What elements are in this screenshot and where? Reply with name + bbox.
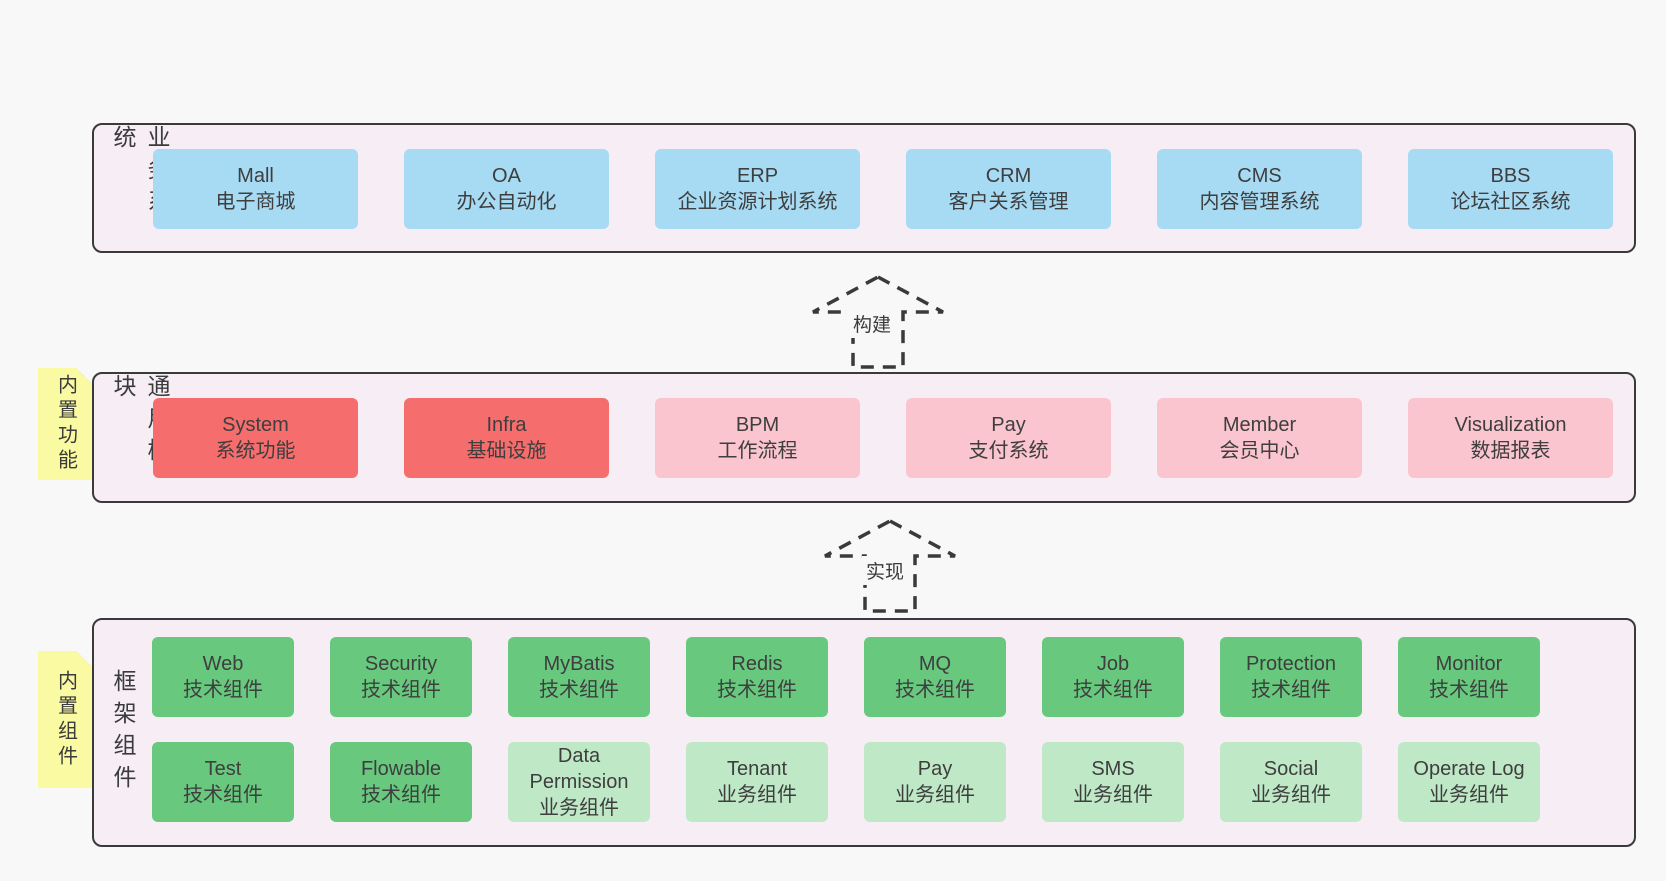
framework-components-row-2: Test 技术组件 Flowable 技术组件 Data Permission … xyxy=(152,742,1540,822)
box-security: Security 技术组件 xyxy=(330,637,472,717)
band-business-systems: 业务系统 Mall 电子商城 OA 办公自动化 ERP 企业资源计划系统 CRM… xyxy=(92,123,1636,253)
box-system: System 系统功能 xyxy=(153,398,358,478)
box-title: Social xyxy=(1263,758,1319,780)
box-title: Member xyxy=(1222,414,1297,436)
box-subtitle: 技术组件 xyxy=(717,679,797,701)
box-job: Job 技术组件 xyxy=(1042,637,1184,717)
box-subtitle: 支付系统 xyxy=(968,440,1049,462)
box-title: CMS xyxy=(1237,165,1282,187)
box-cms: CMS 内容管理系统 xyxy=(1157,149,1362,229)
box-mall: Mall 电子商城 xyxy=(153,149,358,229)
box-infra: Infra 基础设施 xyxy=(404,398,609,478)
box-title: Web xyxy=(202,653,244,675)
tab-built-in-features: 内置功能 xyxy=(38,368,94,480)
box-subtitle: 业务组件 xyxy=(717,784,797,806)
box-title: Operate Log xyxy=(1413,758,1525,780)
box-pay: Pay 支付系统 xyxy=(906,398,1111,478)
box-subtitle: 工作流程 xyxy=(717,440,798,462)
box-title: Data Permission xyxy=(529,745,629,793)
box-title: System xyxy=(222,414,289,436)
box-erp: ERP 企业资源计划系统 xyxy=(655,149,860,229)
box-title: Job xyxy=(1096,653,1130,675)
box-subtitle: 电子商城 xyxy=(215,191,296,213)
box-subtitle: 技术组件 xyxy=(1073,679,1153,701)
box-subtitle: 技术组件 xyxy=(361,784,441,806)
box-tenant: Tenant 业务组件 xyxy=(686,742,828,822)
box-title: BBS xyxy=(1490,165,1531,187)
band-label-framework-components: 框架组件 xyxy=(110,668,136,797)
box-title: CRM xyxy=(985,165,1032,187)
box-subtitle: 基础设施 xyxy=(466,440,547,462)
box-subtitle: 技术组件 xyxy=(183,679,263,701)
box-protection: Protection 技术组件 xyxy=(1220,637,1362,717)
box-member: Member 会员中心 xyxy=(1157,398,1362,478)
band-common-modules: 通用模块 System 系统功能 Infra 基础设施 BPM 工作流程 Pay… xyxy=(92,372,1636,503)
box-subtitle: 业务组件 xyxy=(1429,784,1509,806)
box-oa: OA 办公自动化 xyxy=(404,149,609,229)
box-sms: SMS 业务组件 xyxy=(1042,742,1184,822)
box-subtitle: 论坛社区系统 xyxy=(1450,191,1571,213)
arrow-implement-label: 实现 xyxy=(862,556,909,585)
box-subtitle: 业务组件 xyxy=(895,784,975,806)
box-crm: CRM 客户关系管理 xyxy=(906,149,1111,229)
box-title: Security xyxy=(364,653,438,675)
box-pay-component: Pay 业务组件 xyxy=(864,742,1006,822)
box-subtitle: 技术组件 xyxy=(1429,679,1509,701)
box-subtitle: 系统功能 xyxy=(215,440,296,462)
arrow-build-label: 构建 xyxy=(849,309,896,338)
box-title: Mall xyxy=(237,165,274,187)
box-title: Pay xyxy=(991,414,1026,436)
box-subtitle: 技术组件 xyxy=(183,784,263,806)
box-social: Social 业务组件 xyxy=(1220,742,1362,822)
box-title: Pay xyxy=(917,758,953,780)
box-subtitle: 业务组件 xyxy=(539,797,619,819)
box-title: Test xyxy=(204,758,242,780)
box-title: Flowable xyxy=(360,758,442,780)
box-title: Tenant xyxy=(726,758,788,780)
box-subtitle: 技术组件 xyxy=(539,679,619,701)
box-title: OA xyxy=(492,165,521,187)
box-title: Monitor xyxy=(1435,653,1503,675)
box-subtitle: 业务组件 xyxy=(1073,784,1153,806)
box-title: Protection xyxy=(1245,653,1337,675)
box-title: Visualization xyxy=(1454,414,1567,436)
business-systems-row: Mall 电子商城 OA 办公自动化 ERP 企业资源计划系统 CRM 客户关系… xyxy=(153,149,1613,229)
box-subtitle: 会员中心 xyxy=(1219,440,1300,462)
box-bbs: BBS 论坛社区系统 xyxy=(1408,149,1613,229)
box-title: BPM xyxy=(735,414,780,436)
box-subtitle: 客户关系管理 xyxy=(948,191,1069,213)
box-monitor: Monitor 技术组件 xyxy=(1398,637,1540,717)
box-title: ERP xyxy=(736,165,779,187)
tab-built-in-components-label: 内置组件 xyxy=(54,669,77,770)
common-modules-row: System 系统功能 Infra 基础设施 BPM 工作流程 Pay 支付系统… xyxy=(153,398,1613,478)
box-subtitle: 技术组件 xyxy=(1251,679,1331,701)
box-web: Web 技术组件 xyxy=(152,637,294,717)
band-framework-components: 框架组件 Web 技术组件 Security 技术组件 MyBatis 技术组件… xyxy=(92,618,1636,847)
box-title: SMS xyxy=(1091,758,1135,780)
box-subtitle: 技术组件 xyxy=(361,679,441,701)
box-subtitle: 业务组件 xyxy=(1251,784,1331,806)
box-subtitle: 内容管理系统 xyxy=(1199,191,1320,213)
box-data-permission: Data Permission 业务组件 xyxy=(508,742,650,822)
tab-built-in-components: 内置组件 xyxy=(38,651,94,788)
box-subtitle: 技术组件 xyxy=(895,679,975,701)
box-redis: Redis 技术组件 xyxy=(686,637,828,717)
box-operate-log: Operate Log 业务组件 xyxy=(1398,742,1540,822)
box-subtitle: 数据报表 xyxy=(1470,440,1551,462)
box-mq: MQ 技术组件 xyxy=(864,637,1006,717)
box-title: MQ xyxy=(918,653,952,675)
tab-built-in-features-label: 内置功能 xyxy=(54,374,77,474)
box-mybatis: MyBatis 技术组件 xyxy=(508,637,650,717)
box-subtitle: 企业资源计划系统 xyxy=(677,191,838,213)
box-title: Infra xyxy=(486,414,527,436)
framework-components-row-1: Web 技术组件 Security 技术组件 MyBatis 技术组件 Redi… xyxy=(152,637,1540,717)
box-visualization: Visualization 数据报表 xyxy=(1408,398,1613,478)
box-title: MyBatis xyxy=(543,653,615,675)
box-subtitle: 办公自动化 xyxy=(456,191,557,213)
box-test: Test 技术组件 xyxy=(152,742,294,822)
box-bpm: BPM 工作流程 xyxy=(655,398,860,478)
box-flowable: Flowable 技术组件 xyxy=(330,742,472,822)
box-title: Redis xyxy=(731,653,783,675)
